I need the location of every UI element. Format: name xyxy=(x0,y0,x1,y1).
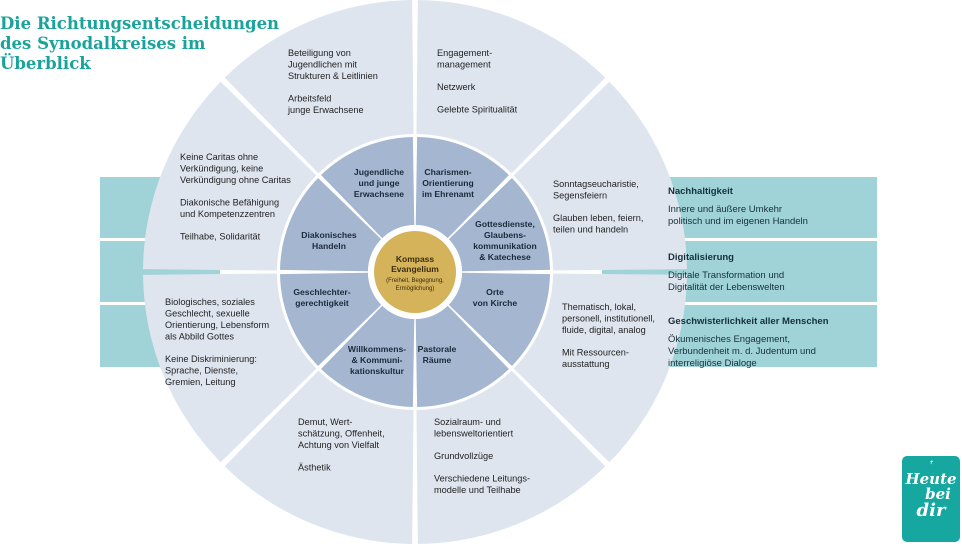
inner-ring xyxy=(280,137,550,407)
panel-heading: Digitalisierung xyxy=(668,252,734,263)
outer-segment xyxy=(143,273,317,463)
panel-heading: Nachhaltigkeit xyxy=(668,186,733,197)
panel-line: interreligiöse Dialoge xyxy=(668,358,757,369)
inner-segment xyxy=(321,137,415,239)
panel-line: Verbundenheit m. d. Judentum und xyxy=(668,346,816,357)
panel-heading: Geschwisterlichkeit aller Menschen xyxy=(668,316,829,327)
inner-segment xyxy=(280,272,382,366)
outer-segment xyxy=(513,273,687,463)
segment-label: Thematisch, lokal,personell, institution… xyxy=(562,302,655,369)
logo-word: dir xyxy=(916,500,946,521)
inner-segment xyxy=(280,178,382,272)
panel-line: politisch und im eigenen Handeln xyxy=(668,216,808,227)
panel-nachhaltigkeit: Nachhaltigkeit Innere und äußere Umkehr … xyxy=(668,186,876,228)
heute-bei-dir-logo: ✝ Heute bei dir xyxy=(902,456,960,542)
outer-ring xyxy=(143,0,687,544)
logo-word: bei xyxy=(925,485,951,503)
inner-segment xyxy=(415,137,509,239)
center-circle xyxy=(374,231,456,313)
segment-label: Demut, Wert-schätzung, Offenheit,Achtung… xyxy=(298,417,385,472)
inner-segment xyxy=(448,272,550,366)
outer-segment xyxy=(224,370,414,544)
panel-line: Innere und äußere Umkehr xyxy=(668,204,783,215)
outer-segment xyxy=(416,370,606,544)
inner-segment xyxy=(415,305,509,407)
panel-digitalisierung: Digitalisierung Digitale Transformation … xyxy=(668,252,876,294)
panel-line: Digitalität der Lebenswelten xyxy=(668,282,785,293)
inner-segment xyxy=(321,305,415,407)
page-title: Die Richtungsentscheidungen des Synodalk… xyxy=(0,14,280,74)
panel-geschwisterlichkeit: Geschwisterlichkeit aller Menschen Ökume… xyxy=(668,316,876,370)
logo-word: Heute xyxy=(905,470,957,488)
inner-segment xyxy=(448,178,550,272)
panel-line: Ökumenisches Engagement, xyxy=(668,334,790,345)
segment-label: Gottesdienste,Glaubens-kommunikation& Ka… xyxy=(473,219,537,262)
title-line: des Synodalkreises im xyxy=(0,34,206,53)
outer-segment xyxy=(513,81,687,271)
title-line: Die Richtungsentscheidungen xyxy=(0,14,280,33)
title-line: Überblick xyxy=(0,54,91,73)
segment-label: Geschlechter-gerechtigkeit xyxy=(293,287,350,308)
outer-segment xyxy=(143,81,317,271)
panel-line: Digitale Transformation und xyxy=(668,270,785,281)
outer-segment xyxy=(224,0,414,174)
segment-label: Willkommens-& Kommuni-kationskultur xyxy=(348,344,406,376)
outer-segment xyxy=(416,0,606,174)
